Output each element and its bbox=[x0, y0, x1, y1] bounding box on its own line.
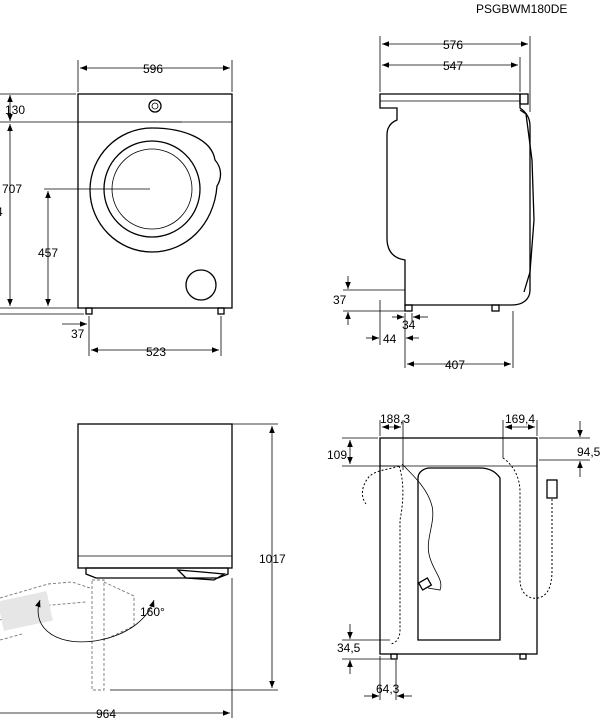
front-view: 596 130 707 4 457 37 523 bbox=[0, 60, 233, 359]
front-foot-distance-label: 523 bbox=[146, 345, 166, 359]
back-inlet-height-label: 109 bbox=[327, 448, 347, 462]
top-view: 160° 1017 964 bbox=[0, 423, 286, 720]
side-body-depth-label: 547 bbox=[443, 59, 463, 73]
top-door-panel-left bbox=[0, 591, 53, 631]
front-door-height-label: 457 bbox=[38, 246, 58, 260]
back-view: 188,3 169,4 109 94,5 34,5 64,3 bbox=[327, 412, 600, 700]
front-door-frame bbox=[89, 127, 222, 253]
front-knob bbox=[148, 99, 162, 113]
side-door-profile bbox=[519, 109, 535, 293]
front-height-label: 707 bbox=[2, 182, 22, 196]
front-service-hatch bbox=[185, 269, 217, 301]
back-inlet-hose bbox=[361, 465, 404, 645]
back-plug bbox=[417, 577, 433, 591]
side-foot-width-label: 34 bbox=[402, 318, 416, 332]
back-drain-connector bbox=[546, 479, 558, 499]
front-top-label: 130 bbox=[5, 103, 25, 117]
back-foot-right bbox=[519, 653, 527, 660]
top-height-label: 1017 bbox=[259, 552, 286, 566]
side-foot-height-label: 37 bbox=[333, 293, 347, 307]
side-foot-distance-label: 407 bbox=[445, 358, 465, 372]
back-outlet-offset-label: 64,3 bbox=[376, 682, 400, 696]
top-door-angle-label: 160° bbox=[140, 605, 165, 619]
top-door-swing-arc bbox=[35, 599, 155, 643]
back-power-cable bbox=[401, 463, 442, 591]
front-knob-inner bbox=[151, 102, 159, 110]
side-foot-offset-label: 44 bbox=[383, 332, 397, 346]
back-panel bbox=[417, 467, 501, 641]
side-view: 576 547 37 34 44 407 bbox=[333, 36, 535, 372]
back-cabinet bbox=[379, 437, 538, 655]
back-drain-hose bbox=[502, 457, 553, 599]
side-total-depth-label: 576 bbox=[443, 38, 463, 52]
top-cabinet bbox=[77, 423, 233, 569]
front-foot-offset-label: 37 bbox=[71, 327, 85, 341]
top-door-open-outline bbox=[91, 579, 105, 691]
front-width-label: 596 bbox=[143, 62, 163, 76]
front-foot-right bbox=[217, 307, 225, 315]
back-hose-offset-label: 169,4 bbox=[505, 412, 535, 426]
back-outlet-height-label: 34,5 bbox=[337, 641, 361, 655]
back-hose-height-label: 94,5 bbox=[577, 445, 600, 459]
front-cut-label: 4 bbox=[0, 205, 3, 219]
front-foot-left bbox=[85, 307, 93, 315]
front-cabinet bbox=[77, 93, 233, 309]
side-foot-back bbox=[491, 304, 500, 312]
side-knob bbox=[519, 93, 529, 105]
side-foot-front bbox=[404, 304, 413, 312]
back-foot-left bbox=[390, 653, 398, 660]
model-code: PSGBWM180DE bbox=[476, 2, 567, 16]
side-body-outline bbox=[379, 93, 531, 306]
top-hinge bbox=[176, 569, 227, 581]
back-inlet-offset-label: 188,3 bbox=[380, 412, 410, 426]
top-width-label: 964 bbox=[96, 707, 116, 720]
